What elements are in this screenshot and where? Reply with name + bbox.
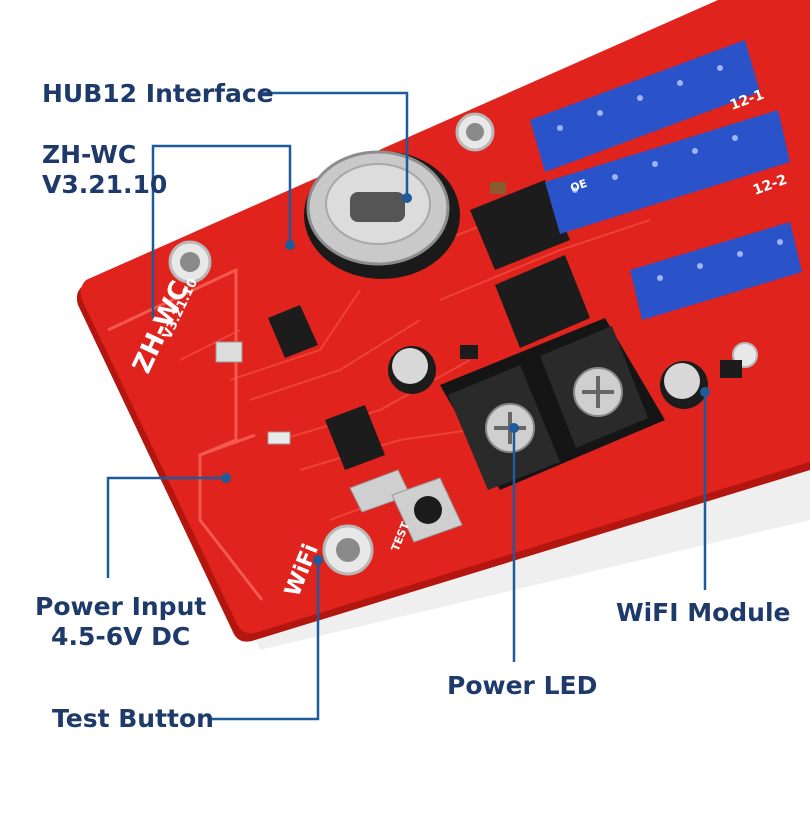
ic-chips bbox=[215, 180, 742, 513]
power-input-spec: 4.5-6V DC bbox=[51, 622, 191, 651]
terminal-block bbox=[440, 318, 665, 490]
wifi-module-label: WiFI Module bbox=[616, 598, 791, 628]
power-led-part bbox=[267, 431, 291, 445]
hub12-interface-label: HUB12 Interface bbox=[42, 79, 274, 109]
test-button-label: Test Button bbox=[52, 704, 214, 734]
hub12-interface-text: HUB12 Interface bbox=[42, 79, 274, 108]
mounting-holes bbox=[168, 112, 758, 576]
power-led-text: Power LED bbox=[447, 671, 598, 700]
capacitors bbox=[388, 346, 708, 409]
crystal bbox=[215, 341, 243, 363]
wifi-module-text: WiFI Module bbox=[616, 598, 791, 627]
power-input-label: Power Input 4.5-6V DC bbox=[35, 592, 206, 652]
coin-battery bbox=[304, 150, 460, 279]
leader-hub12 bbox=[262, 91, 409, 198]
hub12-headers bbox=[530, 40, 802, 320]
power-input-title: Power Input bbox=[35, 592, 207, 621]
leader-power-input bbox=[106, 476, 226, 578]
model-version-text: V3.21.10 bbox=[42, 170, 168, 199]
model-version-label: ZH-WC V3.21.10 bbox=[42, 140, 167, 200]
silk-oe-text: OE bbox=[569, 177, 589, 195]
leader-test-button bbox=[210, 560, 320, 721]
power-led-label: Power LED bbox=[447, 671, 597, 701]
leader-lines bbox=[106, 91, 707, 721]
leader-dots bbox=[221, 193, 710, 565]
test-button-text: Test Button bbox=[52, 704, 214, 733]
model-name-text: ZH-WC bbox=[42, 140, 137, 169]
test-button-part bbox=[391, 477, 463, 543]
leader-zhwc bbox=[151, 144, 292, 318]
